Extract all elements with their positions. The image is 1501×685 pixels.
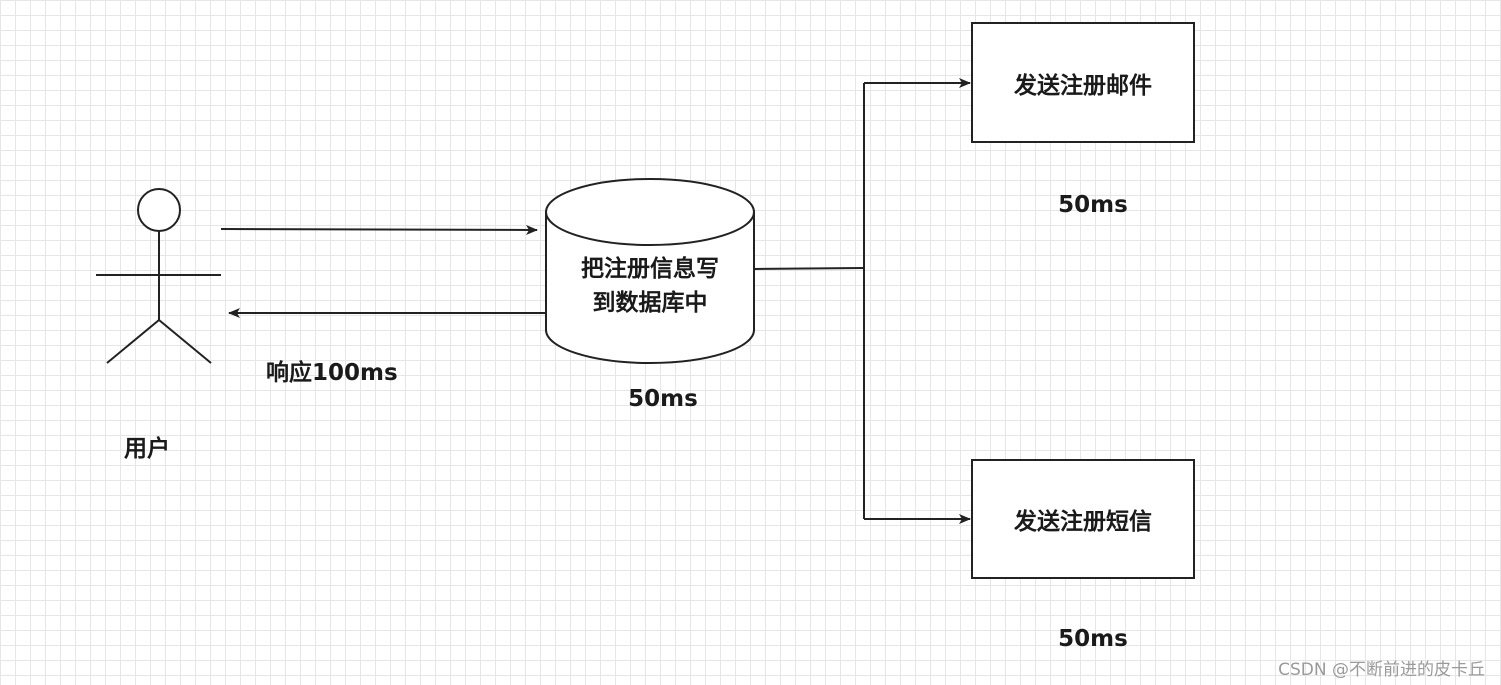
database-label-line1: 把注册信息写 (581, 256, 719, 282)
database-top (545, 178, 755, 246)
request-arrow (220, 224, 538, 235)
response-label: 响应100ms (266, 360, 398, 386)
actor-label: 用户 (124, 436, 170, 462)
sms-box-label: 发送注册短信 (1014, 509, 1152, 535)
database-body (545, 212, 755, 364)
watermark-text: CSDN @不断前进的皮卡丘 (1278, 660, 1485, 680)
branch-connector (753, 83, 865, 519)
email-time-label: 50ms (1058, 192, 1128, 218)
user-actor-figure (96, 188, 221, 364)
database-cylinder (545, 178, 755, 364)
database-label: 把注册信息写 到数据库中 (546, 252, 754, 320)
database-time-label: 50ms (628, 386, 698, 412)
database-label-line2: 到数据库中 (592, 290, 708, 316)
actor-right-leg (158, 319, 212, 364)
email-box (971, 22, 1195, 143)
actor-head (137, 188, 181, 232)
sms-box (971, 459, 1195, 579)
connector-horizontal (753, 267, 865, 270)
actor-left-leg (106, 319, 160, 364)
email-box-label: 发送注册邮件 (1014, 72, 1152, 99)
sms-time-label: 50ms (1058, 626, 1128, 652)
